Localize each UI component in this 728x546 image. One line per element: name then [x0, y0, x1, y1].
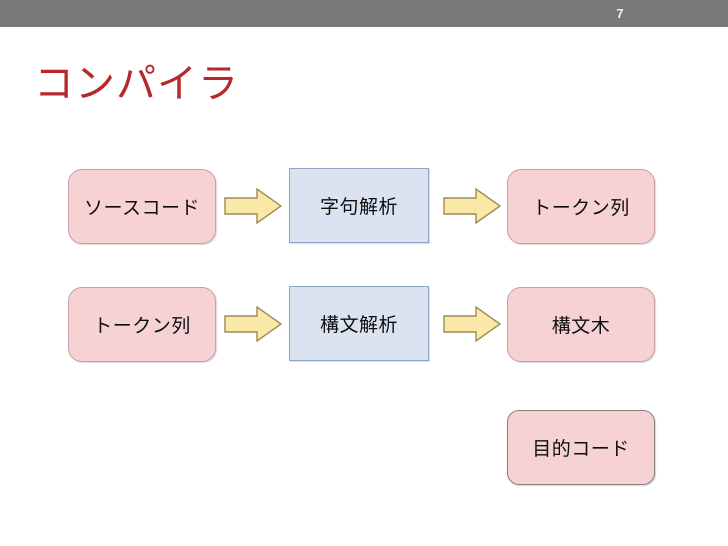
page-title: コンパイラ [34, 62, 239, 106]
arrow-source-to-lexer-icon [224, 188, 282, 224]
arrow-parser-to-tree-icon [443, 306, 501, 342]
arrow-tokens-to-parser-icon [224, 306, 282, 342]
flow-box-syntax-analysis: 構文解析 [289, 286, 429, 361]
arrow-lexer-to-tokens-icon [443, 188, 501, 224]
flow-box-token-sequence-1: トークン列 [507, 169, 655, 244]
flow-box-lexical-analysis: 字句解析 [289, 168, 429, 243]
page-number: 7 [616, 6, 624, 21]
flow-box-token-sequence-2: トークン列 [68, 287, 216, 362]
flow-box-label: 目的コード [532, 439, 630, 460]
flow-box-label: 構文解析 [319, 315, 398, 336]
flow-box-label: トークン列 [532, 198, 630, 219]
flow-box-label: トークン列 [93, 316, 191, 337]
flow-box-object-code: 目的コード [507, 410, 655, 485]
flow-box-syntax-tree: 構文木 [507, 287, 655, 362]
flow-box-label: 字句解析 [319, 197, 398, 218]
flow-box-label: 構文木 [551, 316, 611, 337]
header-bar [0, 0, 728, 27]
flow-box-source-code: ソースコード [68, 169, 216, 244]
flow-box-label: ソースコード [83, 198, 201, 219]
